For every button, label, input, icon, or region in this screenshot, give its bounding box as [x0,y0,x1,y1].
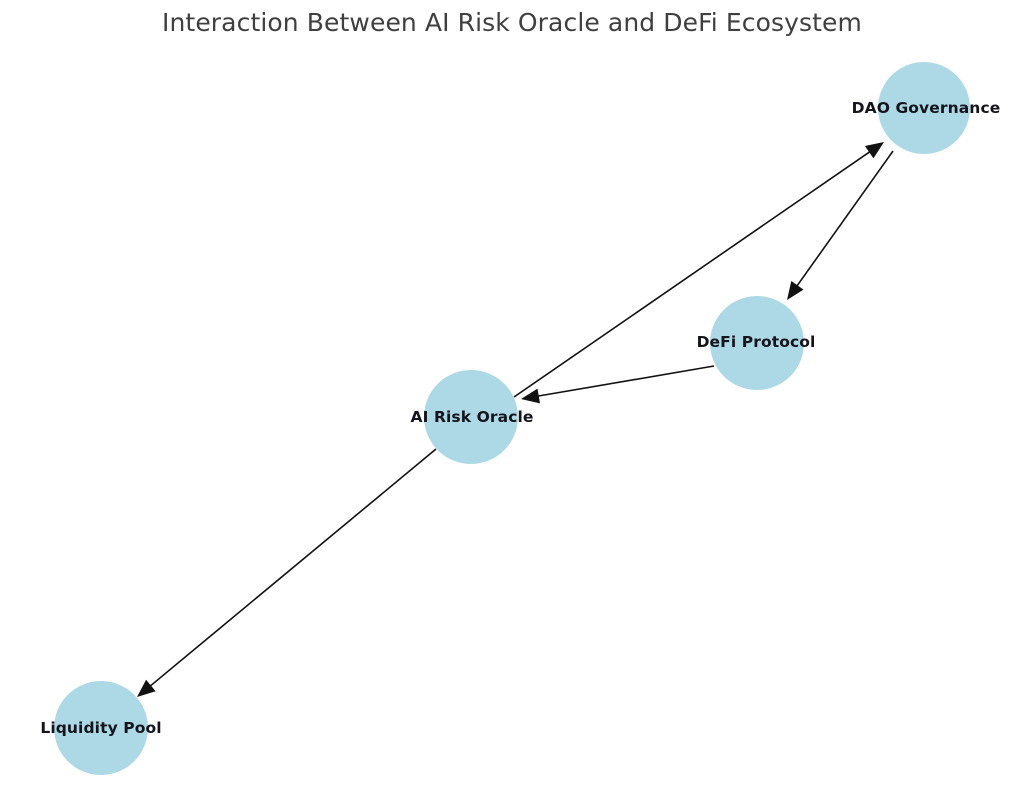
edge-dao-to-defi-arrowhead [787,280,804,300]
edges-layer [137,142,894,697]
node-defi_protocol[interactable] [710,296,804,390]
edge-oracle-to-liquidity-arrowhead [137,679,156,697]
node-dao_governance[interactable] [878,62,970,154]
node-liquidity_pool[interactable] [54,681,148,775]
edge-defi-to-oracle [534,365,715,398]
edge-dao-to-defi [794,150,894,290]
page-title: Interaction Between AI Risk Oracle and D… [162,8,862,37]
edge-oracle-to-liquidity [147,448,437,689]
edge-defi-to-oracle-arrowhead [521,388,541,404]
node-ai_risk_oracle[interactable] [424,370,518,464]
nodes-layer [54,62,970,775]
edge-oracle-to-dao-arrowhead [864,142,884,159]
edge-oracle-to-dao [513,149,873,398]
